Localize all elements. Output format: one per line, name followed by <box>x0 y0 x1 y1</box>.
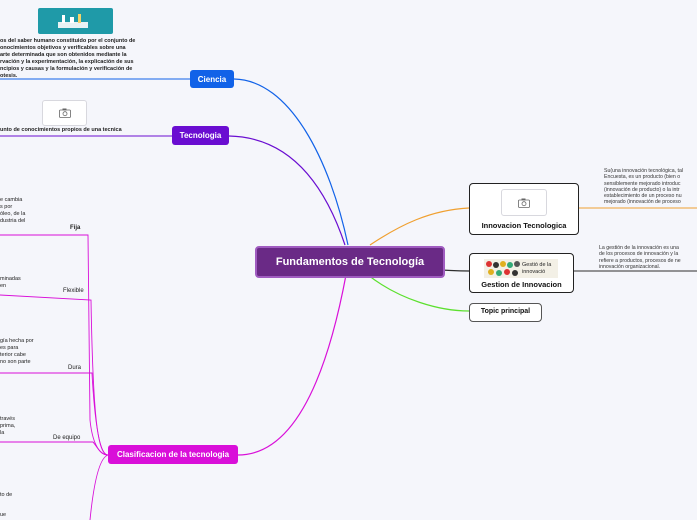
root-title: Fundamentos de Tecnología <box>275 256 425 268</box>
tecnologia-node[interactable]: Tecnologia <box>172 126 229 145</box>
clasificacion-node[interactable]: Clasificacion de la tecnologia <box>108 445 238 464</box>
branch-flexible[interactable]: Flexible <box>63 288 84 294</box>
image-placeholder <box>501 189 547 216</box>
people-illustration-icon <box>486 261 520 276</box>
camera-icon <box>518 198 530 208</box>
branch-fija[interactable]: Fija <box>70 225 81 231</box>
image-placeholder <box>42 100 87 126</box>
bottom-text-2: ue <box>0 512 7 518</box>
innovacion-node[interactable]: Innovacion Tecnologica <box>469 183 579 235</box>
bottom-text: to de <box>0 492 13 498</box>
camera-icon <box>58 108 71 118</box>
gestion-title: Gestion de Innovacion <box>481 280 562 289</box>
root-node[interactable]: Fundamentos de Tecnología <box>255 246 445 278</box>
topic-node[interactable]: Topic principal <box>469 303 542 322</box>
line-innovacion <box>369 207 470 246</box>
branch-dura[interactable]: Dura <box>68 365 82 371</box>
ciencia-node[interactable]: Ciencia <box>190 70 234 88</box>
science-image <box>38 8 113 34</box>
line-ciencia <box>233 78 349 246</box>
ciencia-text: os del saber humano constituido por el c… <box>0 38 136 79</box>
line-clasificacion <box>237 274 347 456</box>
innovacion-title: Innovacion Tecnologica <box>481 221 567 230</box>
science-illustration-icon <box>58 14 88 28</box>
line-tecnologia <box>228 135 346 246</box>
branch-de-equipo[interactable]: De equipo <box>53 435 81 441</box>
line-topic <box>367 274 470 312</box>
tecnologia-text: unto de conocimientos propios de una tec… <box>0 127 122 133</box>
